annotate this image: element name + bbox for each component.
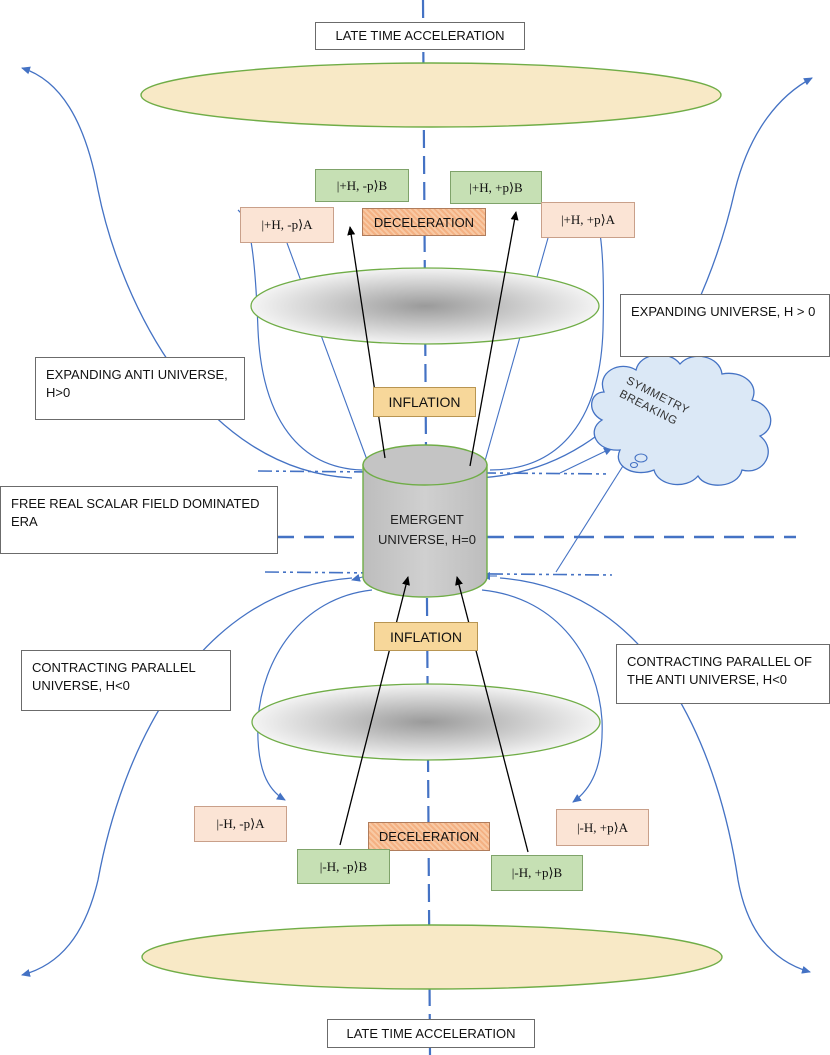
emergent-cylinder xyxy=(362,444,488,598)
symmetry-arrow-lower xyxy=(555,457,629,573)
top-banner: LATE TIME ACCELERATION xyxy=(315,22,525,50)
top-late-ellipse xyxy=(140,62,722,128)
symmetry-arrow-upper xyxy=(559,447,613,474)
emergent-universe-label: EMERGENT UNIVERSE, H=0 xyxy=(368,510,486,550)
inner-curve-bottom-left xyxy=(257,589,373,801)
arrow-to-top-b-plus xyxy=(469,211,519,467)
bottom-late-ellipse xyxy=(141,924,723,990)
deceleration-bottom-box: DECELERATION xyxy=(368,822,490,851)
outer-curve-bottom-right xyxy=(499,577,811,974)
expanding-anti-universe-label: EXPANDING ANTI UNIVERSE, H>0 xyxy=(35,357,245,420)
expanding-universe-label: EXPANDING UNIVERSE, H > 0 xyxy=(620,294,830,357)
symmetry-breaking-cloud xyxy=(591,354,772,486)
inflation-top-box: INFLATION xyxy=(373,387,476,417)
upper-gray-disk xyxy=(250,267,600,345)
state-bottom-b-plus: |-H, +p⟩B xyxy=(491,855,583,891)
bottom-banner: LATE TIME ACCELERATION xyxy=(327,1019,535,1048)
arrow-from-bottom-b-minus xyxy=(339,576,410,846)
arrow-to-top-a-minus xyxy=(347,226,386,459)
free-scalar-field-label: FREE REAL SCALAR FIELD DOMINATED ERA xyxy=(0,486,278,554)
state-top-b-minus: |+H, -p⟩B xyxy=(315,169,409,202)
upper-dashdot-line xyxy=(257,470,611,475)
symmetry-arrows xyxy=(555,447,629,573)
emergent-line-1: EMERGENT xyxy=(390,512,464,527)
state-top-b-plus: |+H, +p⟩B xyxy=(450,171,542,204)
outer-curves xyxy=(21,66,813,977)
deceleration-top-box: DECELERATION xyxy=(362,208,486,236)
state-bottom-a-plus: |-H, +p⟩A xyxy=(556,809,649,846)
outer-curve-bottom-left xyxy=(21,577,353,977)
inflation-bottom-box: INFLATION xyxy=(374,622,478,651)
lower-gray-disk xyxy=(251,683,601,761)
contracting-parallel-anti-label: CONTRACTING PARALLEL OF THE ANTI UNIVERS… xyxy=(616,644,830,704)
emergent-line-2: UNIVERSE, H=0 xyxy=(378,532,476,547)
outer-curve-top-left xyxy=(21,66,353,479)
outer-curve-top-right xyxy=(477,77,813,479)
contracting-parallel-label: CONTRACTING PARALLEL UNIVERSE, H<0 xyxy=(21,650,231,711)
state-top-a-minus: |+H, -p⟩A xyxy=(240,207,334,243)
state-bottom-a-minus: |-H, -p⟩A xyxy=(194,806,287,842)
state-bottom-b-minus: |-H, -p⟩B xyxy=(297,849,390,884)
state-top-a-plus: |+H, +p⟩A xyxy=(541,202,635,238)
inner-curve-bottom-right xyxy=(481,589,603,803)
